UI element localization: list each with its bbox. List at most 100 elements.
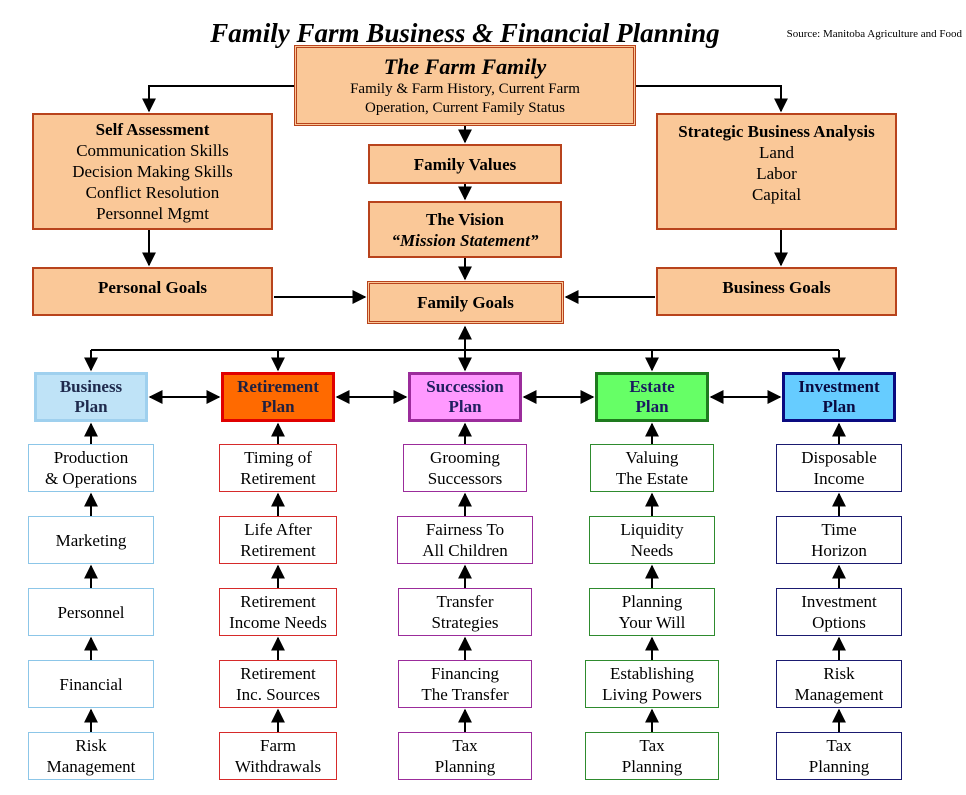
plan-item-text: Retirement xyxy=(240,664,316,683)
plan-item-text: Life After xyxy=(244,520,312,539)
plan-item-text: Living Powers xyxy=(602,685,702,704)
plan-item-text: All Children xyxy=(422,541,508,560)
plan-label: Plan xyxy=(635,397,669,416)
plan-label: Plan xyxy=(74,397,108,416)
plan-label: Succession xyxy=(426,377,504,396)
plan-item-text: Tax xyxy=(452,736,478,755)
plan-item-text: Income Needs xyxy=(229,613,327,632)
plan-item: Marketing xyxy=(28,516,154,564)
arrow-farm-to-strategic xyxy=(636,85,788,113)
plan-item-text: Farm xyxy=(260,736,296,755)
plan-item-text: Tax xyxy=(639,736,665,755)
farm-family-box: The Farm Family Family & Farm History, C… xyxy=(294,45,636,126)
plan-item: Timing of Retirement xyxy=(219,444,337,492)
farm-family-heading: The Farm Family xyxy=(383,53,547,79)
plan-item-text: Financing xyxy=(431,664,499,683)
plan-item-text: Planning xyxy=(621,592,683,611)
plan-item-text: Personnel xyxy=(57,602,125,622)
self-assessment-line: Decision Making Skills xyxy=(72,162,233,181)
plan-label: Plan xyxy=(448,397,482,416)
plan-item-text: Tax xyxy=(826,736,852,755)
vision-box: The Vision “Mission Statement” xyxy=(368,201,562,258)
vision-heading: The Vision xyxy=(426,209,504,229)
strategic-analysis-box: Strategic Business Analysis Land Labor C… xyxy=(656,113,897,230)
plan-item-text: Options xyxy=(812,613,866,632)
source-note: Source: Manitoba Agriculture and Food xyxy=(786,28,962,40)
self-assessment-line: Conflict Resolution xyxy=(85,183,220,202)
family-goals-label: Family Goals xyxy=(417,293,514,312)
farm-family-line: Operation, Current Family Status xyxy=(365,99,565,116)
plan-item-text: Risk xyxy=(75,736,107,755)
plan-item-text: Management xyxy=(46,757,136,776)
strategic-analysis-line: Labor xyxy=(756,164,797,183)
plan-label: Plan xyxy=(822,397,856,416)
plan-item-text: Income xyxy=(813,469,865,488)
plan-item-text: Establishing xyxy=(609,664,695,683)
plan-item-text: Planning xyxy=(434,757,496,776)
plan-item-text: Production xyxy=(53,448,129,467)
plan-item-text: Marketing xyxy=(55,530,127,550)
strategic-analysis-heading: Strategic Business Analysis xyxy=(678,122,875,141)
plan-label: Business xyxy=(59,377,123,396)
plan-item-text: Investment xyxy=(801,592,877,611)
self-assessment-box: Self Assessment Communication Skills Dec… xyxy=(32,113,273,230)
plan-item-text: Retirement xyxy=(240,469,316,488)
plan-item-text: Grooming xyxy=(430,448,500,467)
plan-item: Personnel xyxy=(28,588,154,636)
farm-family-line: Family & Farm History, Current Farm xyxy=(350,80,580,97)
arrow-farm-to-self xyxy=(142,85,294,113)
plan-item-text: Financial xyxy=(59,674,123,694)
plan-label: Investment xyxy=(798,377,880,396)
plan-item-text: Time xyxy=(821,520,857,539)
strategic-analysis-line: Land xyxy=(759,143,794,162)
plan-item-text: Successors xyxy=(427,469,503,488)
plan-item-text: Strategies xyxy=(431,613,499,632)
personal-goals-label: Personal Goals xyxy=(97,278,208,297)
family-values-box: Family Values xyxy=(368,144,562,184)
plan-item-text: Retirement xyxy=(240,541,316,560)
plan-label: Plan xyxy=(261,397,295,416)
plan-item-text: Timing of xyxy=(244,448,312,467)
plan-item-text: Your Will xyxy=(618,613,686,632)
plan-item-text: Risk xyxy=(823,664,855,683)
family-goals-box: Family Goals xyxy=(367,281,564,324)
plan-label: Retirement xyxy=(237,377,319,396)
plan-item-text: Planning xyxy=(808,757,870,776)
plan-item-text: Retirement xyxy=(240,592,316,611)
plan-item-text: Liquidity xyxy=(620,520,684,539)
plan-item: Fairness To All Children xyxy=(397,516,533,564)
plan-item-text: Planning xyxy=(621,757,683,776)
plan-item-text: Inc. Sources xyxy=(235,685,321,704)
business-goals-label: Business Goals xyxy=(722,278,831,297)
self-assessment-heading: Self Assessment xyxy=(95,120,210,139)
plan-item-text: The Transfer xyxy=(421,685,509,704)
plan-item-text: Fairness To xyxy=(425,520,505,539)
vision-subheading: “Mission Statement” xyxy=(391,230,539,250)
page-title: Family Farm Business & Financial Plannin… xyxy=(210,18,720,48)
business-goals-box: Business Goals xyxy=(656,267,897,316)
self-assessment-line: Communication Skills xyxy=(76,141,229,160)
